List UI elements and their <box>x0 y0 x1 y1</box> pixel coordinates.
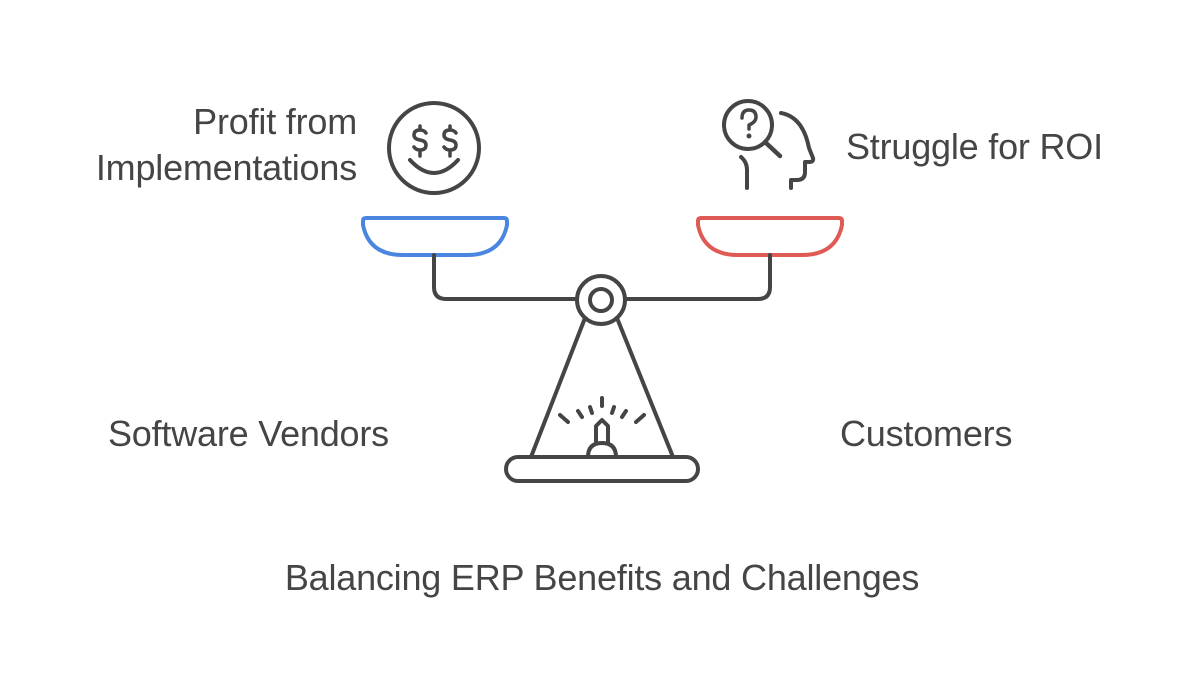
balance-indicator <box>558 396 646 459</box>
stand-left-leg <box>529 316 587 459</box>
dollar-eye-left <box>412 124 428 158</box>
scale-beam <box>432 253 772 301</box>
dollar-eye-right <box>442 124 458 158</box>
left-benefit-line1: Profit from <box>193 101 357 142</box>
right-benefit-label: Struggle for ROI <box>846 126 1103 167</box>
pivot-outer <box>575 274 627 326</box>
left-benefit-line2: Implementations <box>95 147 357 188</box>
right-pan <box>696 216 844 257</box>
scale-base <box>504 455 700 483</box>
money-eyes-smiley-icon <box>387 101 481 195</box>
left-benefit-label: Profit from Implementations <box>37 99 357 191</box>
pivot-inner <box>588 287 614 313</box>
left-pan <box>361 216 509 257</box>
smile <box>408 158 460 175</box>
stand-right-leg <box>615 316 675 459</box>
right-party-label: Customers <box>840 413 1013 454</box>
left-party-label: Software Vendors <box>108 413 389 454</box>
thinking-head-question-icon <box>722 99 816 190</box>
diagram-title: Balancing ERP Benefits and Challenges <box>284 557 920 598</box>
